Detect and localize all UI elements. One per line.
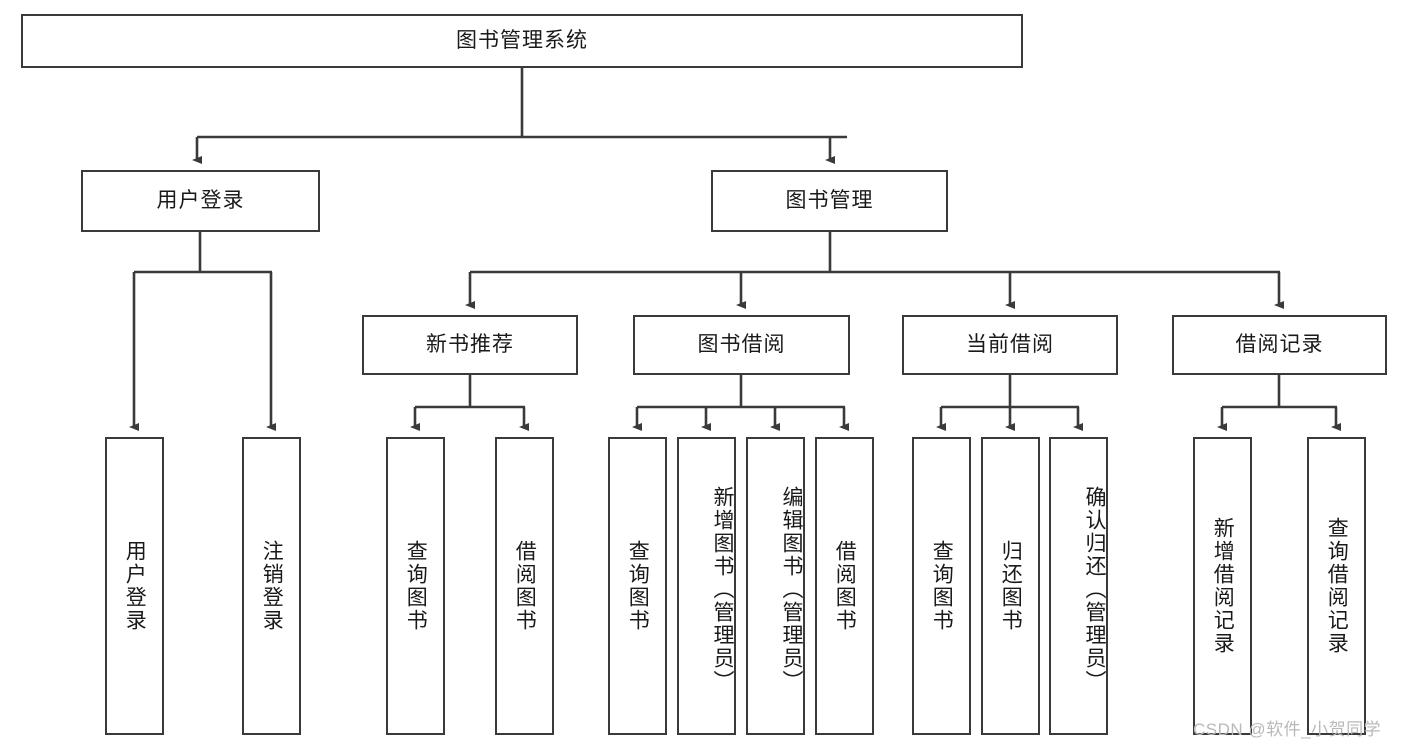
node-new-book-rec[interactable]: 新书推荐 [362,315,578,375]
node-leaf-borrow-book-2[interactable]: 借阅图书 [815,437,874,735]
node-leaf-logout-login[interactable]: 注销登录 [242,437,301,735]
node-leaf-user-login[interactable]: 用户登录 [105,437,164,735]
node-leaf-query-record-label: 查询借阅记录 [1325,517,1349,655]
node-root[interactable]: 图书管理系统 [21,14,1023,68]
node-leaf-edit-book-label: 编辑图书（管理员） [780,485,803,693]
node-leaf-query-book-1-label: 查询图书 [404,540,428,632]
node-leaf-logout-login-label: 注销登录 [260,540,284,632]
node-leaf-borrow-book-2-label: 借阅图书 [833,540,857,632]
node-leaf-add-record[interactable]: 新增借阅记录 [1193,437,1252,735]
node-current-borrow[interactable]: 当前借阅 [902,315,1118,375]
node-root-label: 图书管理系统 [456,29,588,53]
node-leaf-query-book-3[interactable]: 查询图书 [912,437,971,735]
node-leaf-add-record-label: 新增借阅记录 [1211,517,1235,655]
node-leaf-query-book-1[interactable]: 查询图书 [386,437,445,735]
node-leaf-borrow-book-1-label: 借阅图书 [513,540,537,632]
node-user-login-label: 用户登录 [156,189,245,213]
node-book-manage[interactable]: 图书管理 [711,170,948,232]
node-book-borrow-label: 图书借阅 [697,333,786,357]
node-leaf-add-book[interactable]: 新增图书（管理员） [677,437,736,735]
node-user-login[interactable]: 用户登录 [81,170,320,232]
node-new-book-rec-label: 新书推荐 [426,333,514,357]
node-leaf-query-book-2[interactable]: 查询图书 [608,437,667,735]
node-leaf-return-book[interactable]: 归还图书 [981,437,1040,735]
node-leaf-edit-book[interactable]: 编辑图书（管理员） [746,437,805,735]
node-leaf-query-book-3-label: 查询图书 [930,540,954,632]
node-leaf-query-book-2-label: 查询图书 [626,540,650,632]
node-leaf-borrow-book-1[interactable]: 借阅图书 [495,437,554,735]
node-current-borrow-label: 当前借阅 [966,333,1054,357]
node-book-borrow[interactable]: 图书借阅 [633,315,850,375]
node-leaf-query-record[interactable]: 查询借阅记录 [1307,437,1366,735]
node-book-manage-label: 图书管理 [785,189,874,213]
node-leaf-return-book-label: 归还图书 [999,540,1023,632]
node-leaf-add-book-label: 新增图书（管理员） [711,485,734,693]
node-leaf-confirm-return-label: 确认归还（管理员） [1083,485,1106,693]
node-borrow-record-label: 借阅记录 [1235,333,1324,357]
node-leaf-confirm-return[interactable]: 确认归还（管理员） [1049,437,1108,735]
node-leaf-user-login-label: 用户登录 [123,540,147,632]
watermark-text: CSDN @软件_小贺同学 [1193,720,1382,739]
node-borrow-record[interactable]: 借阅记录 [1172,315,1387,375]
